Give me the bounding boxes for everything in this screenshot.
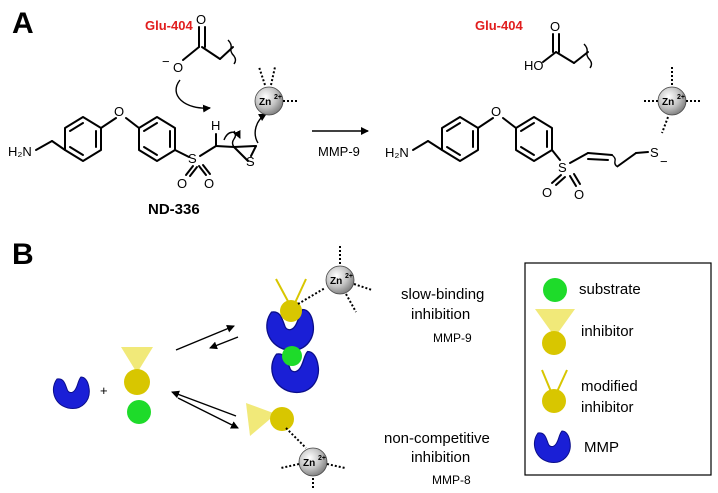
glu404-label-left: Glu-404 <box>145 18 193 33</box>
carboxylate-left: O O − <box>162 12 237 75</box>
zinc-ion-slow: Zn 2+ <box>325 244 373 313</box>
panel-b-label: B <box>12 238 34 271</box>
legend-modified-line2: inhibitor <box>581 399 634 416</box>
carboxylate-o-minus: O <box>173 60 183 75</box>
free-mmp <box>52 376 90 409</box>
nd336-structure: H₂N O S O O <box>8 104 267 191</box>
equilibrium-bottom <box>171 390 239 429</box>
equilibrium-top <box>175 324 239 351</box>
legend-modified-line1: modified <box>581 378 638 395</box>
thiolate-s: S <box>650 145 659 160</box>
non-competitive-line1: non-competitive <box>384 430 490 447</box>
legend-substrate-label: substrate <box>579 281 641 298</box>
non-competitive-enzyme: MMP-8 <box>432 473 471 487</box>
legend-mmp-swatch <box>533 430 571 463</box>
sulfone-o1-right: O <box>542 185 552 200</box>
sulfone-o2-left: O <box>204 176 214 191</box>
zinc-charge-slow: 2+ <box>345 273 353 280</box>
o-bridge-right: O <box>491 104 501 119</box>
slow-binding-line2: inhibition <box>411 306 470 323</box>
carboxylate-o-double: O <box>196 12 206 27</box>
zinc-ion-left: Zn 2+ <box>254 66 299 116</box>
reaction-enzyme-label: MMP-9 <box>318 144 360 159</box>
zinc-charge-noncompetitive: 2+ <box>318 455 326 462</box>
ho-label: HO <box>524 58 544 73</box>
legend-substrate-swatch <box>543 278 567 302</box>
thiirane-s: S <box>246 154 255 169</box>
free-inhibitor <box>121 347 153 395</box>
compound-name: ND-336 <box>148 201 200 218</box>
legend-modified-inhibitor-swatch <box>541 369 568 413</box>
carboxylic-acid-right: HO O <box>524 19 593 73</box>
non-competitive-complex: Zn 2+ <box>246 346 346 490</box>
legend-mmp-label: MMP <box>584 439 619 456</box>
plus-sign: + <box>100 383 108 398</box>
zinc-charge-right: 2+ <box>677 94 685 101</box>
negative-charge: − <box>162 54 170 69</box>
zinc-label-slow: Zn <box>330 276 342 287</box>
sulfone-o1-left: O <box>177 176 187 191</box>
panel-a: A Glu-404 O O − H₂N O <box>8 7 702 218</box>
zinc-label-left: Zn <box>259 97 271 108</box>
thiolate-charge: − <box>660 154 668 169</box>
legend-inhibitor-label: inhibitor <box>581 323 634 340</box>
zinc-label-right: Zn <box>662 97 674 108</box>
h-atom: H <box>211 118 220 133</box>
legend: substrate inhibitor modified inhibitor M… <box>524 262 712 476</box>
free-substrate <box>127 400 151 424</box>
o-bridge-left: O <box>114 104 124 119</box>
acid-o-double: O <box>550 19 560 34</box>
sulfone-o2-right: O <box>574 187 584 202</box>
legend-inhibitor-swatch <box>535 309 575 355</box>
h2n-left: H₂N <box>8 144 32 159</box>
zinc-ion-noncompetitive: Zn 2+ <box>280 447 346 490</box>
electron-arrow-1 <box>175 79 211 113</box>
h2n-right: H₂N <box>385 145 409 160</box>
slow-binding-complex: Zn 2+ <box>266 244 373 352</box>
slow-binding-line1: slow-binding <box>401 286 484 303</box>
slow-binding-enzyme: MMP-9 <box>433 331 472 345</box>
glu404-label-right: Glu-404 <box>475 18 523 33</box>
sulfone-s-right: S <box>558 160 567 175</box>
zinc-charge-left: 2+ <box>274 94 282 101</box>
zinc-ion-right: Zn 2+ <box>642 65 702 134</box>
non-competitive-line2: inhibition <box>411 449 470 466</box>
sulfone-s-left: S <box>188 151 197 166</box>
zinc-label-noncompetitive: Zn <box>303 458 315 469</box>
product-structure: H₂N O S O O <box>385 104 668 202</box>
panel-b: B + Zn <box>12 238 712 490</box>
panel-a-label: A <box>12 7 34 40</box>
